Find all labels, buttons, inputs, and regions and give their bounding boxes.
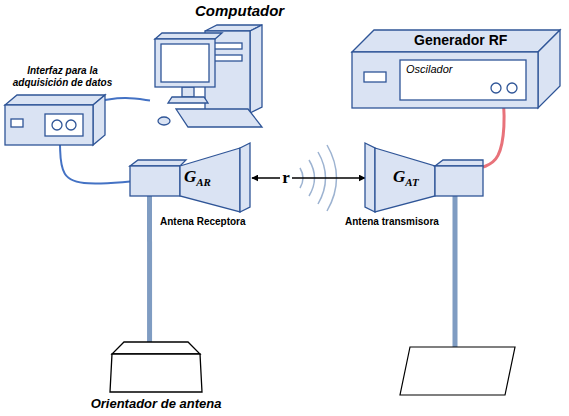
drive-bay	[212, 55, 242, 61]
antenna-pole	[147, 196, 152, 342]
interface-box: Interfaz para la adquisición de datos	[5, 95, 105, 145]
computer-node: Computador	[150, 25, 270, 133]
input-jack	[66, 120, 76, 130]
generator-top	[352, 30, 560, 52]
antenna-rotator-outline	[110, 342, 202, 392]
node-heading: Computador	[195, 2, 284, 19]
waveguide-top	[130, 160, 186, 166]
horn-mouth	[365, 143, 375, 212]
transmitting-antenna-outline	[365, 160, 483, 196]
interface-top	[5, 95, 105, 105]
antenna-rotator: Orientador de antena	[110, 342, 202, 392]
rotator-top	[112, 342, 200, 354]
antenna-base	[400, 347, 515, 395]
input-jack	[52, 120, 62, 130]
waveguide	[130, 166, 180, 196]
monitor-base	[168, 97, 208, 103]
horn-mouth	[240, 143, 250, 212]
monitor-frame	[155, 39, 215, 87]
horn	[180, 148, 240, 212]
connector-panel	[45, 114, 83, 136]
output-jack	[507, 83, 517, 93]
output-jack	[491, 83, 501, 93]
receiving-antenna: GARAntena Receptora	[130, 160, 252, 196]
node-heading: Interfaz para la adquisición de datos	[5, 65, 120, 89]
generator-front	[352, 52, 538, 108]
rotator-front	[110, 354, 202, 392]
data-cable	[105, 98, 150, 101]
distance-arrow	[252, 177, 365, 179]
generator-box: Oscilador Generador RF	[352, 28, 560, 108]
interface-front	[5, 105, 93, 145]
interface-side	[93, 95, 105, 145]
antenna-label: Antena Receptora	[160, 216, 246, 227]
interface-box-outline	[5, 95, 105, 145]
horn	[375, 148, 435, 212]
monitor-screen	[161, 44, 209, 82]
transmitting-antenna: GATAntena transmisora	[365, 160, 483, 196]
monitor-top	[155, 33, 222, 39]
panel-slot	[11, 119, 23, 127]
generator-side	[538, 30, 560, 108]
antenna-pole	[453, 196, 458, 350]
antenna-label: Antena transmisora	[345, 216, 439, 227]
node-heading: Generador RF	[414, 32, 507, 48]
node-label: Oscilador	[406, 63, 452, 75]
gain-symbol: GAR	[184, 167, 211, 188]
drive-bay	[212, 43, 242, 49]
panel-slot	[364, 72, 386, 82]
mouse	[158, 117, 170, 125]
keyboard	[176, 109, 262, 127]
oscillator-panel	[400, 60, 526, 100]
waveguide-top	[435, 160, 483, 166]
data-cable	[60, 145, 130, 183]
monitor-stand	[182, 87, 194, 97]
edge-label: r	[280, 169, 292, 186]
node-label: Orientador de antena	[91, 396, 222, 411]
rf-cable	[483, 100, 504, 167]
waveguide	[435, 166, 483, 196]
computer-node-outline	[150, 25, 270, 133]
tower-side	[250, 25, 262, 113]
oscillator-box: Oscilador	[400, 60, 526, 100]
gain-symbol: GAT	[393, 167, 419, 188]
